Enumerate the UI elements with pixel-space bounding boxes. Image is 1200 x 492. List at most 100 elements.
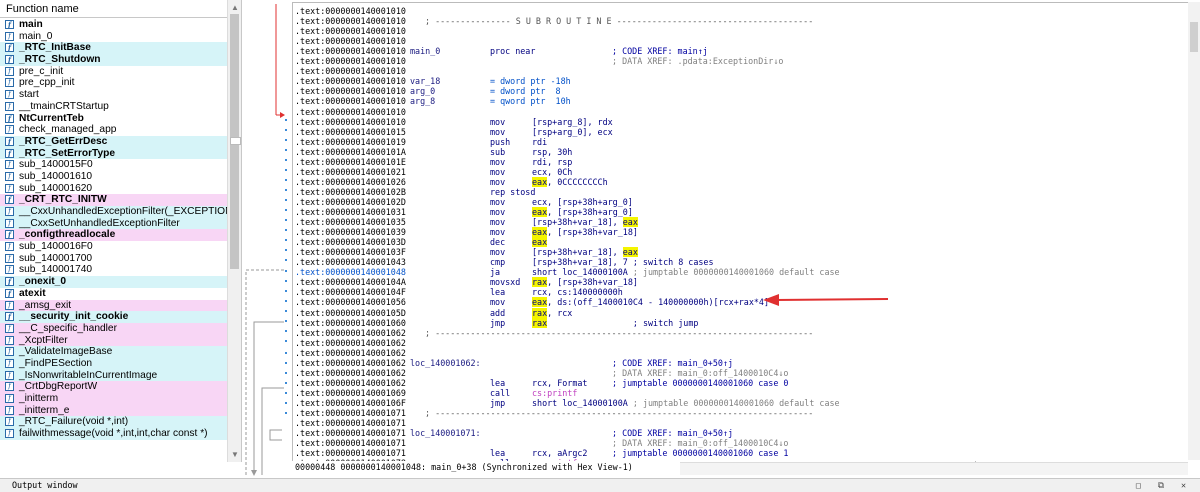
function-list-item[interactable]: f _RTC_GetErrDesc xyxy=(0,135,227,148)
address: .text:0000000140001010 xyxy=(295,96,406,107)
mnemonic: = qword ptr 10h xyxy=(490,96,571,107)
column-header-function-name[interactable]: Function name xyxy=(0,0,227,18)
function-list-item[interactable]: f_RTC_Shutdown xyxy=(0,54,227,66)
address: .text:000000014000104F xyxy=(295,287,406,298)
function-list-item[interactable]: f_onexit_0 xyxy=(0,276,227,288)
function-icon: f xyxy=(5,335,14,345)
function-list-item[interactable]: f__tmainCRTStartup xyxy=(0,101,227,113)
operands: [rsp+38h+var_18], eax xyxy=(532,217,638,228)
address: .text:0000000140001056 xyxy=(295,297,406,308)
function-list-item[interactable]: f__CxxSetUnhandledExceptionFilter xyxy=(0,217,227,230)
label: var_18 xyxy=(410,76,441,87)
function-icon: f xyxy=(5,358,14,368)
label: main_0 xyxy=(410,46,441,57)
scroll-down-icon[interactable]: ▼ xyxy=(231,450,239,459)
address: .text:0000000140001048 xyxy=(295,267,406,278)
function-name: _RTC_GetErrDesc xyxy=(19,135,108,147)
function-icon: f xyxy=(5,136,14,146)
xref-comment: ; DATA XREF: main_0:off_1400010C4↓o xyxy=(612,367,789,378)
operands: [rsp+arg_8], rdx xyxy=(532,116,613,127)
function-list-item[interactable]: f_ValidateImageBase xyxy=(0,346,227,358)
mnemonic: lea xyxy=(490,377,506,388)
function-name: check_managed_app xyxy=(19,124,117,136)
operands: eax, 0CCCCCCCCh xyxy=(532,176,608,187)
disassembly-scrollbar[interactable] xyxy=(1188,2,1200,460)
functions-scrollbar[interactable]: ▲ ▼ xyxy=(227,0,241,462)
separator-comment: ; --------------------------------------… xyxy=(425,327,814,338)
function-list-item[interactable]: f_initterm xyxy=(0,393,227,405)
function-name: _RTC_Shutdown xyxy=(19,54,101,66)
function-name: _FindPESection xyxy=(19,357,93,369)
function-list-item[interactable]: f__security_init_cookie xyxy=(0,311,227,323)
function-list-item[interactable]: f_CrtDbgReportW xyxy=(0,381,227,393)
scrollbar-thumb[interactable] xyxy=(1190,22,1198,52)
function-icon: f xyxy=(5,382,14,392)
function-icon: f xyxy=(5,207,14,216)
address: .text:0000000140001078 xyxy=(295,458,406,461)
operands: cs:printf xyxy=(532,387,578,398)
function-list-item[interactable]: f_CRT_RTC_INITW xyxy=(0,194,227,206)
address: .text:0000000140001043 xyxy=(295,257,406,268)
function-list-item[interactable]: f __C_specific_handler xyxy=(0,322,227,335)
address: .text:0000000140001062 xyxy=(295,347,406,358)
function-list-item[interactable]: f_amsg_exit xyxy=(0,299,227,312)
address: .text:0000000140001060 xyxy=(295,317,406,328)
scroll-up-icon[interactable]: ▲ xyxy=(231,3,239,12)
gray-jump-line-2 xyxy=(253,321,284,475)
operands: rax, rcx xyxy=(532,307,573,318)
function-icon: f xyxy=(5,31,14,41)
address: .text:0000000140001010 xyxy=(295,106,406,117)
function-icon: f xyxy=(5,323,14,333)
red-annotation-line xyxy=(774,298,889,301)
horizontal-scrollbar[interactable] xyxy=(680,462,1188,475)
ida-view-disassembly[interactable]: .text:0000000140001010.text:000000014000… xyxy=(292,2,1189,461)
function-name: sub_1400016F0 xyxy=(19,241,93,253)
address: .text:0000000140001010 xyxy=(295,56,406,67)
function-list-item[interactable]: f_XcptFilter xyxy=(0,334,227,347)
annotation-layer xyxy=(763,294,889,306)
address: .text:0000000140001010 xyxy=(295,6,406,16)
mnemonic: mov xyxy=(490,166,506,177)
window-control-icons[interactable]: □ ⧉ ✕ xyxy=(1135,480,1192,490)
output-window-bar[interactable]: Output window □ ⧉ ✕ xyxy=(0,478,1200,492)
function-name: _ValidateImageBase xyxy=(19,346,113,358)
function-list-item[interactable]: f_configthreadlocale xyxy=(0,229,227,242)
mnemonic: call xyxy=(490,458,510,461)
operands: rax, [rsp+38h+var_18] xyxy=(532,277,638,288)
function-list-item[interactable]: f_initterm_e xyxy=(0,404,227,417)
scrollbar-marker xyxy=(230,137,241,145)
address: .text:0000000140001071 xyxy=(295,418,406,429)
function-name: __C_specific_handler xyxy=(19,322,117,334)
function-list-item[interactable]: f_IsNonwritableInCurrentImage xyxy=(0,369,227,382)
operands: rdi, rsp xyxy=(532,156,573,167)
jumptable-comment: ; jumptable 0000000140001060 case 0 xyxy=(612,377,789,388)
operands: [rsp+arg_0], ecx xyxy=(532,126,613,137)
mnemonic: dec xyxy=(490,237,506,248)
mnemonic: mov xyxy=(490,217,506,228)
function-list-item[interactable]: f__CxxUnhandledExceptionFilter(_EXCEPTIO… xyxy=(0,206,227,218)
mnemonic: add xyxy=(490,307,506,318)
function-icon: f xyxy=(5,417,14,427)
function-list-item[interactable]: f_RTC_SetErrorType xyxy=(0,147,227,160)
function-list-item[interactable]: f _FindPESection xyxy=(0,357,227,370)
separator-comment: ; --------------------------------------… xyxy=(425,408,814,418)
mnemonic: movsxd xyxy=(490,277,521,288)
address: .text:000000014000103D xyxy=(295,237,406,248)
function-list-item[interactable]: f_RTC_InitBase xyxy=(0,42,227,55)
function-list-item[interactable]: f_RTC_Failure(void *,int) xyxy=(0,416,227,429)
